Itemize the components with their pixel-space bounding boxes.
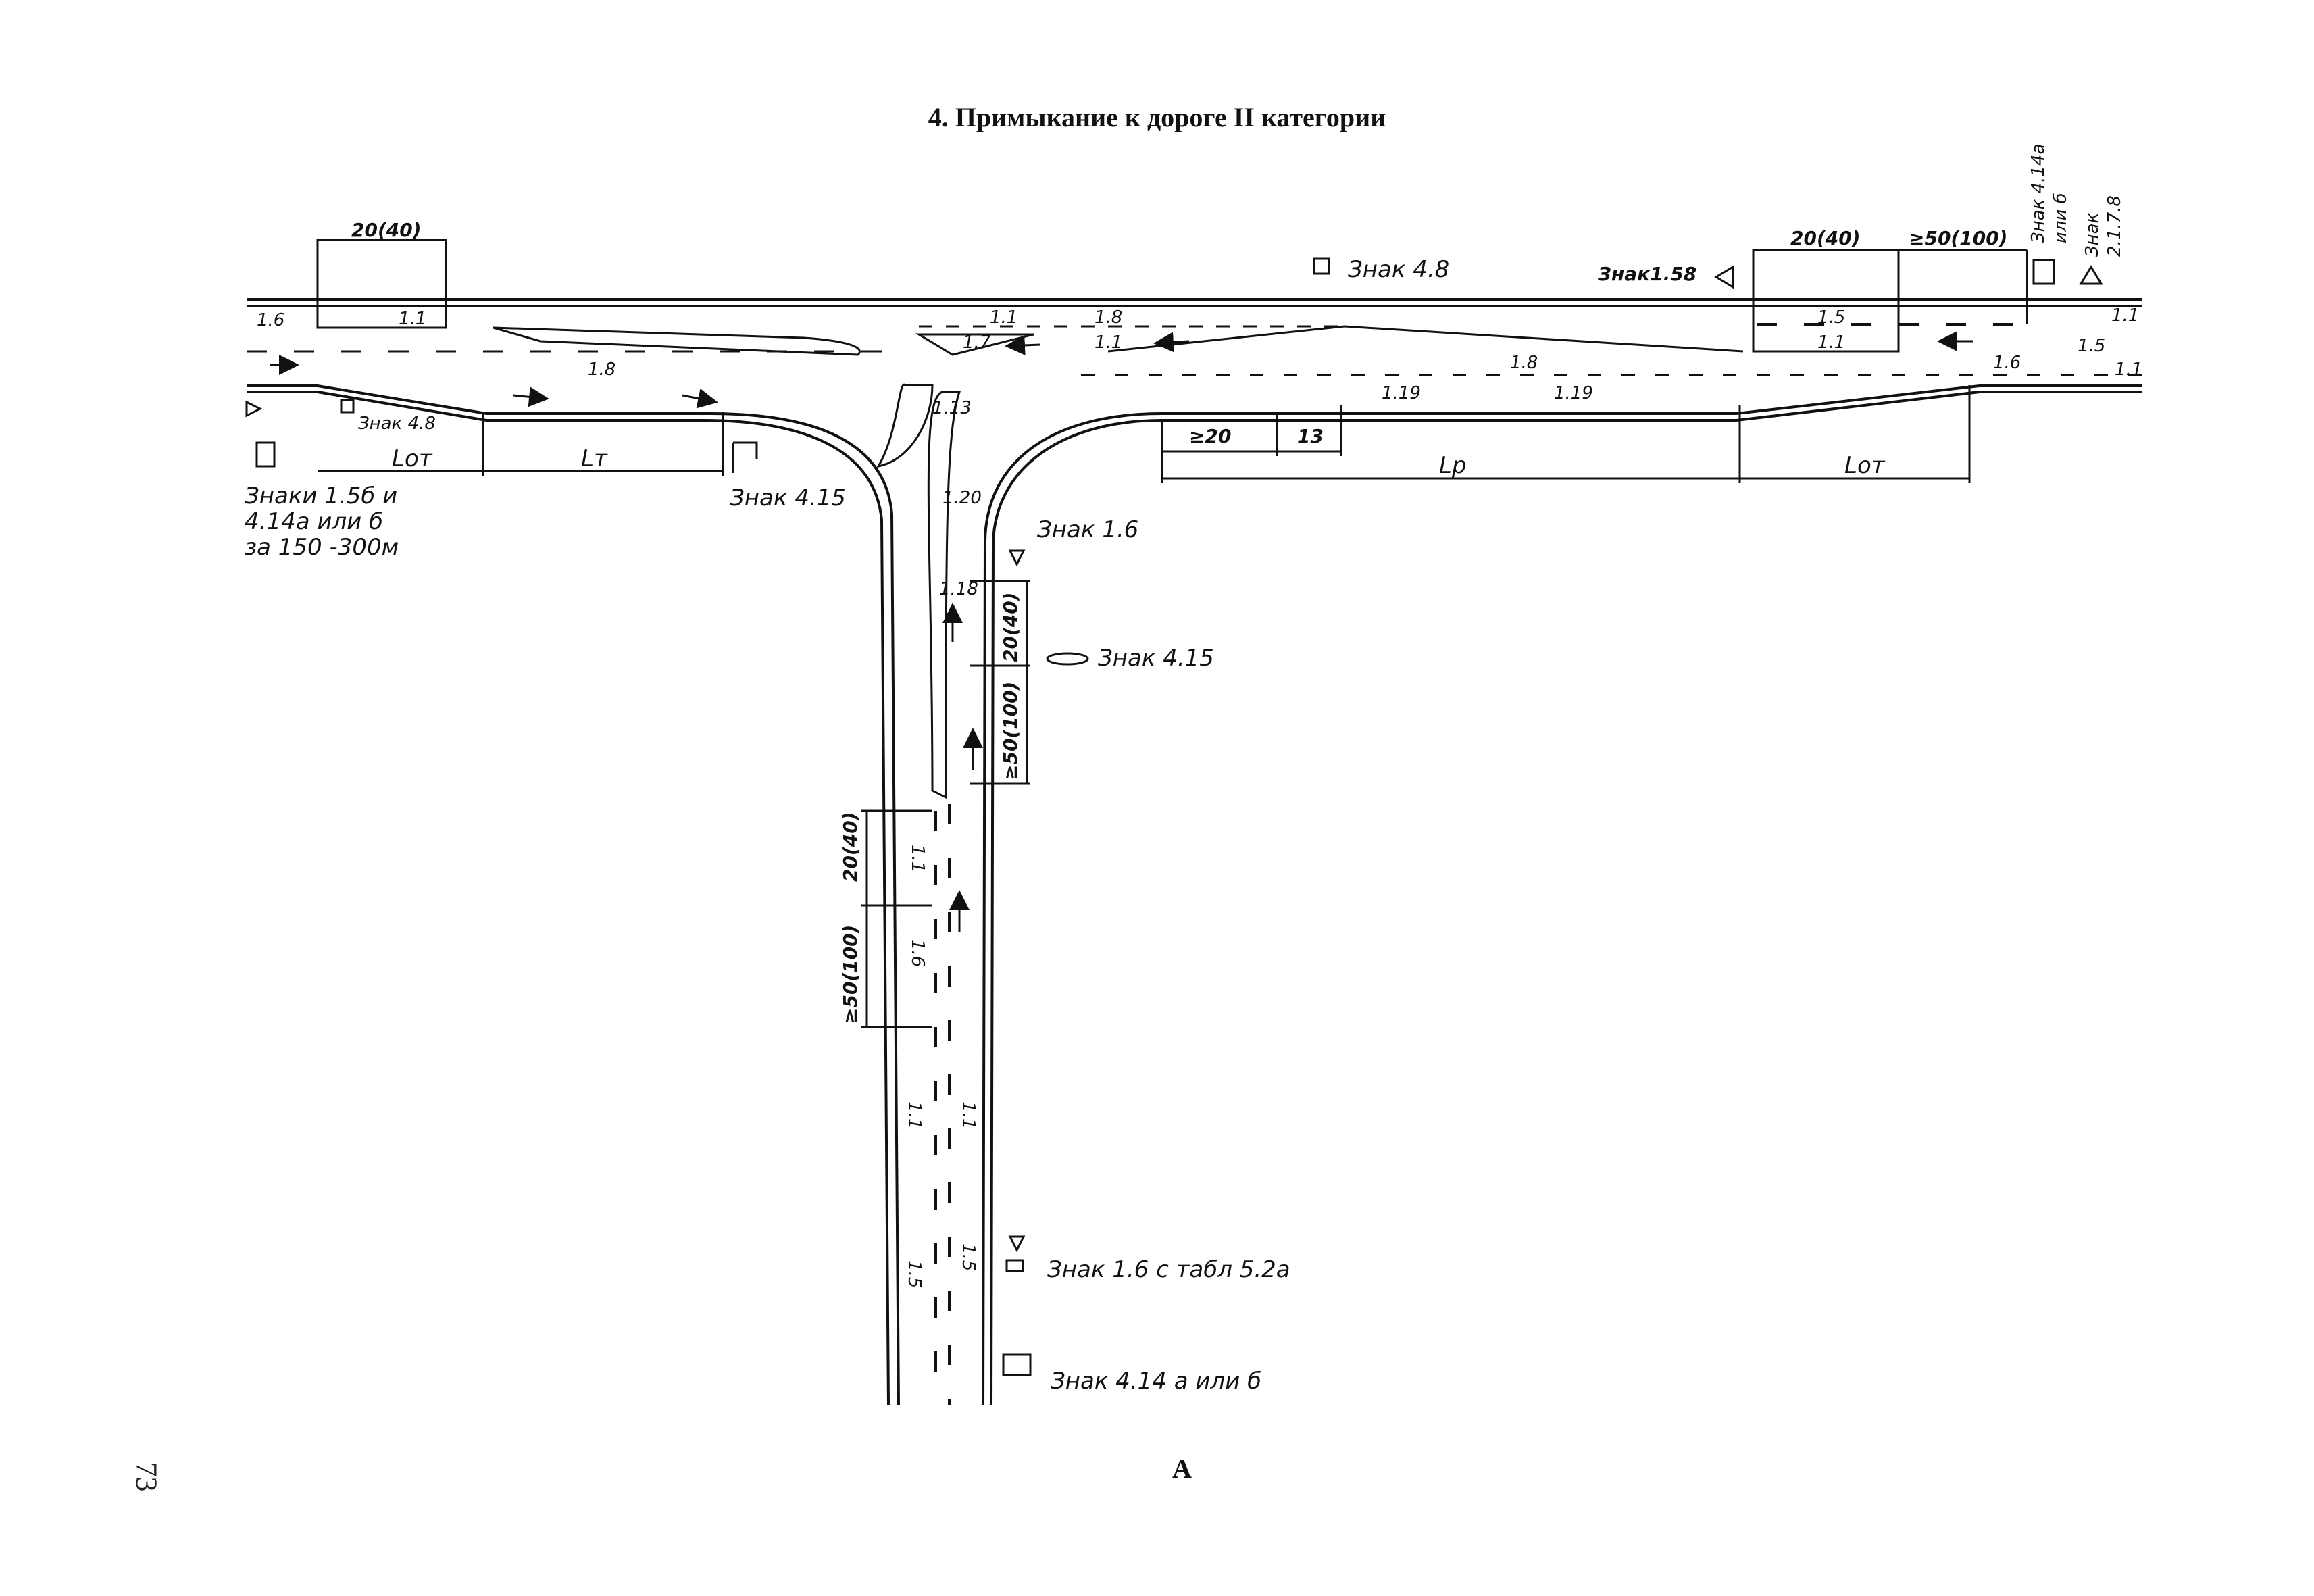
sign-label: Знак 4.14а [2028,144,2048,243]
marking-label: 1.20 [942,488,982,508]
triangle-sign-icon [1714,265,1734,289]
sign-plate-icon [1005,1259,1024,1272]
marking-label: 1.1 [1817,332,1845,353]
marking-label: 1.5 [904,1260,924,1288]
arrow-sign-icon [1046,652,1089,666]
marking-label: 1.5 [1817,307,1845,328]
lane-arrow-icon [513,386,549,407]
marking-label: 1.6 [1993,353,2021,373]
sign-label: 4.14а или б [245,508,383,535]
right-taper [1107,325,1744,353]
sign-plate-icon [255,441,276,468]
centre-median [927,391,961,799]
dim-label: 20(40) [351,219,422,241]
dim-box-top-right [1752,249,1900,353]
dim-label: 13 [1297,425,1324,447]
diagram-title: 4. Примыкание к дороге II категории [928,102,1386,132]
sign-label: 2.1.7.8 [2105,195,2125,257]
dim-label: 20(40) [839,812,861,882]
left-splitter [876,383,934,468]
marking-label: 1.8 [1095,307,1122,328]
marking-label: 1.1 [990,307,1017,328]
lane-arrow-icon [682,388,718,409]
page-number: 73 [130,1462,164,1492]
marking-label: 1.6 [257,310,284,330]
marking-label: 1.1 [2115,359,2142,380]
dim-label: ≥50(100) [1909,227,2007,249]
sign-label: Знак1.58 [1597,263,1696,285]
marking-label: 1.1 [399,309,426,329]
sign-label: Знак 1.6 с табл 5.2а [1047,1256,1290,1283]
marking-label: 1.13 [932,398,972,418]
top-triangle-island [915,333,1034,356]
marking-label: 1.1 [907,845,928,872]
dim-label: Lот [392,445,433,472]
lane-arrow-icon [1153,332,1190,353]
sheet-letter: A [1172,1453,1192,1484]
marking-label: 1.8 [1510,353,1538,373]
triangle-sign-icon [245,400,263,418]
triangle-sign-icon [1008,549,1026,567]
road-edge-bottom-right [982,384,2142,1406]
sign-label: Знак 1.6 [1037,516,1138,543]
dim-label: ≥50(100) [839,925,861,1024]
dim-label: Lот [1844,452,1886,479]
marking-label: 1.7 [963,332,991,353]
road-edge-bottom-left-2 [247,391,890,1406]
sign-label: Знак 4.15 [1098,645,1214,672]
arrow-sign-icon [732,441,758,473]
dim-label: Lт [581,445,608,472]
sign-label: Знак 4.14 а или б [1051,1368,1261,1395]
marking-label: 1.1 [904,1101,924,1129]
triangle-sign-icon [2079,265,2103,285]
sign-plate-icon [1313,257,1330,275]
dim-label: Lр [1439,452,1467,479]
sign-label: Знак [2082,212,2103,257]
triangle-sign-icon [1008,1235,1026,1253]
marking-label: 1.1 [1095,332,1122,353]
sign-plate-icon [2032,259,2055,285]
dim-label: ≥20 [1189,425,1231,447]
sign-plate-icon [1002,1353,1032,1376]
dim-box-top-left [316,239,447,329]
sign-label: за 150 -300м [245,534,399,561]
sign-label: Знаки 1.5б и [245,482,397,509]
marking-label: 1.1 [958,1101,978,1129]
lane-arrow-icon [1005,334,1041,355]
road-edge-bottom-right-2 [990,391,2142,1406]
marking-label: 1.19 [1554,383,1593,403]
marking-label: 1.19 [1382,383,1421,403]
sign-plate-icon [340,399,355,414]
dim-label: 20(40) [1790,227,1861,249]
road-edge-bottom-left [247,384,900,1406]
marking-label: 1.8 [588,359,615,380]
marking-label: 1.6 [907,939,928,967]
sign-label: или б [2051,193,2071,243]
marking-label: 1.5 [958,1243,978,1271]
dim-label: ≥50(100) [999,682,1022,780]
left-island [493,326,861,356]
sign-label: Знак 4.15 [730,484,846,512]
marking-label: 1.1 [2111,305,2139,326]
marking-label: 1.18 [939,579,978,599]
dim-label: 20(40) [999,592,1022,662]
marking-label: 1.5 [2078,336,2105,356]
sign-label: Знак 4.8 [1348,256,1449,283]
sign-label: Знак 4.8 [358,414,436,434]
